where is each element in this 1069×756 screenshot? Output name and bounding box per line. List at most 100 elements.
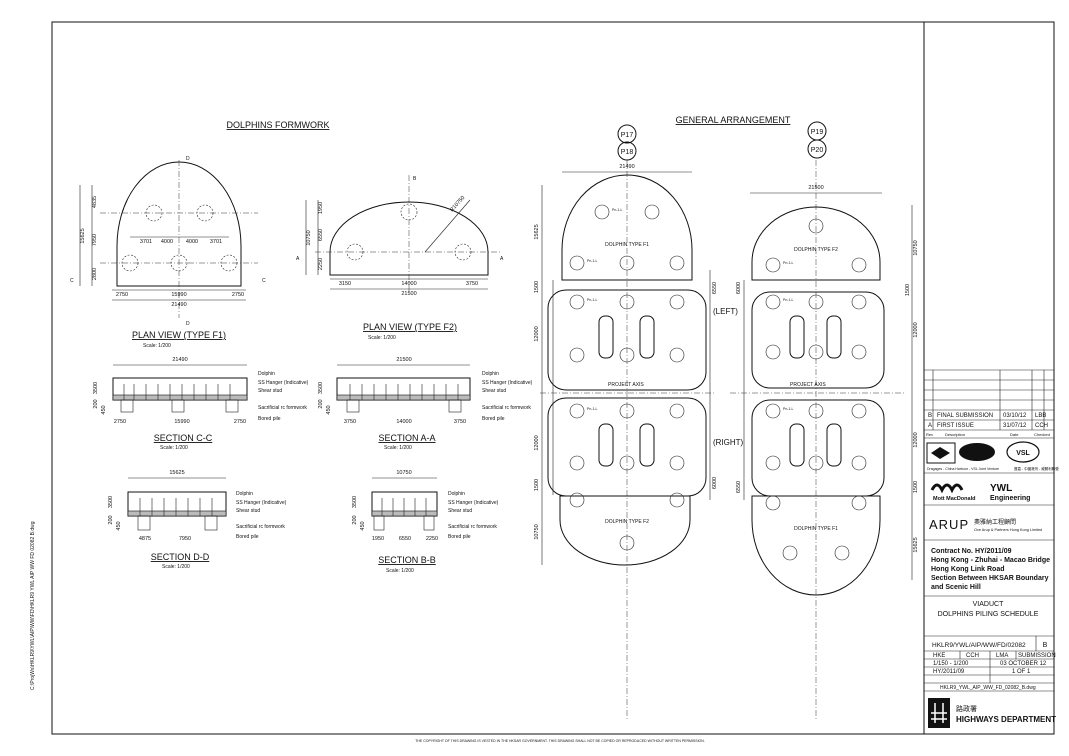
section-bb: 10750 1950 6550 2250 3500 200 450 Dolphi… [352, 470, 499, 574]
drawing-label: 1950 [318, 202, 324, 214]
drawing-line [617, 124, 637, 144]
drawing-label: FINAL SUBMISSION [937, 413, 993, 419]
drawing-label: SECTION D-D [151, 552, 210, 562]
drawing-line [751, 495, 881, 596]
drawing-line [561, 174, 693, 281]
drawing-line [448, 399, 462, 413]
drawing-line [669, 347, 685, 363]
drawing-label: LMA [996, 653, 1008, 659]
drawing-label: HKLR9_YWL_AIP_WW_FD_02082_B.dwg [940, 685, 1036, 691]
left-label: (LEFT) [713, 307, 738, 316]
drawing-line [639, 423, 655, 467]
drawing-line [924, 635, 1054, 692]
drawing-label: CCH [1035, 423, 1048, 429]
drawing-label: Ove Arup & Partners Hong Kong Limited [974, 528, 1042, 532]
drawing-label: 21500 [396, 357, 411, 363]
section-dd: 15625 4875 7950 3500 200 450 Dolphin SS … [108, 470, 287, 570]
drawing-label: 奧雅納工程顧問 [974, 518, 1016, 526]
drawing-label: 21500 [401, 291, 416, 297]
pier-tags: P17 P18 P19 P20 [617, 121, 827, 161]
drawing-label: 15990 [171, 292, 186, 298]
drawing-label: Description [945, 432, 965, 437]
drawing-line [765, 455, 781, 471]
drawing-label: Pn-1-L [783, 261, 794, 265]
drawing-label: 1500 [913, 481, 919, 493]
drawing-line [559, 495, 691, 566]
ga-column-1: 21490 DOLPHIN TYPE F1 DOLPHIN TYPE F2 PR… [534, 160, 718, 720]
drawing-label: Engineering [990, 495, 1030, 502]
drawing-label: PROJECT AXIS [608, 382, 644, 388]
drawing-line [569, 255, 585, 271]
drawing-label: Dolphin [482, 371, 499, 377]
drawing-line [336, 394, 471, 401]
drawing-label: Date [1010, 432, 1019, 437]
drawing-label: 3750 [344, 419, 356, 425]
drawing-line [826, 423, 842, 467]
arup-logo: ARUP [929, 517, 969, 532]
drawing-label: 1950 [372, 536, 384, 542]
drawing-label: Scale: 1/200 [162, 564, 190, 570]
drawing-title-2: DOLPHINS PILING SCHEDULE [938, 611, 1039, 618]
dolphin-f2-outline [329, 201, 489, 276]
drawing-line [765, 403, 781, 419]
drawing-label: Shear stud [482, 388, 506, 394]
general-arrangement-heading: GENERAL ARRANGEMENT [676, 115, 791, 125]
drawing-label: Shear stud [258, 388, 282, 394]
drawing-label: Bored pile [482, 416, 505, 422]
drawing-line [137, 515, 151, 531]
drawing-line [171, 399, 185, 413]
drawing-label: 15625 [534, 224, 540, 239]
drawing-label: Dolphin [448, 491, 465, 497]
drawing-label: Bored pile [258, 416, 281, 422]
drawing-line [751, 399, 885, 497]
plan-f2-title: PLAN VIEW (TYPE F2) [363, 322, 457, 332]
jv-logos: CHEC VSL Dragages - China Harbour - VSL … [926, 441, 1059, 471]
drawing-label: 03/10/12 [1003, 413, 1027, 419]
drawing-label: 6000 [736, 282, 742, 294]
drawing-line [598, 423, 614, 467]
drawing-line [569, 492, 585, 508]
drawing-label: 4000 [186, 239, 198, 245]
drawing-label: 6000 [712, 477, 718, 489]
drawing-line [1006, 441, 1040, 463]
drawing-line [346, 243, 364, 261]
drawing-label: Mott MacDonald [933, 496, 975, 502]
drawing-label: 2750 [234, 419, 246, 425]
drawing-label: Section Between HKSAR Boundary [931, 575, 1049, 582]
drawing-label: Shear stud [236, 508, 260, 514]
drawing-label: Scale: 1/200 [384, 445, 412, 451]
drawing-label: CCH [966, 653, 979, 659]
drawing-label: 12000 [913, 432, 919, 447]
drawing-line [121, 254, 139, 272]
highways-department-text: HIGHWAYS DEPARTMENT [956, 715, 1056, 724]
drawing-label: 3500 [318, 382, 324, 394]
drawing-label: 3500 [93, 382, 99, 394]
drawing-label: Pn-1-L [783, 407, 794, 411]
drawing-label: 12000 [534, 435, 540, 450]
drawing-label: DOLPHIN TYPE F1 [605, 242, 649, 248]
drawing-line [851, 403, 867, 419]
drawing-line [454, 243, 472, 261]
drawing-line [808, 344, 824, 360]
drawing-line [751, 291, 885, 389]
drawing-line [931, 447, 950, 459]
drawing-label: 4875 [139, 536, 151, 542]
plan-f1-title: PLAN VIEW (TYPE F1) [132, 330, 226, 340]
drawing-label: 200 [93, 399, 99, 408]
drawing-label: P17 [621, 132, 634, 139]
drawing-label: HY/2011/09 [933, 669, 965, 675]
drawing-label: Sacrificial rc formwork [448, 524, 497, 530]
drawing-label: Dolphin [236, 491, 253, 497]
drawing-label: 7950 [179, 536, 191, 542]
drawing-label: Hong Kong - Zhuhai - Macao Bridge [931, 557, 1050, 564]
drawing-line [225, 399, 239, 413]
drawing-line [400, 203, 418, 221]
drawing-line [423, 515, 435, 531]
drawing-label: Scale: 1/200 [160, 445, 188, 451]
drawing-line [789, 315, 805, 359]
drawing-line [569, 294, 585, 310]
drawing-label: 6550 [318, 229, 324, 241]
drawing-label: 10750 [306, 230, 312, 245]
drawing-label: HKE [933, 653, 945, 659]
drawing-line [569, 403, 585, 419]
